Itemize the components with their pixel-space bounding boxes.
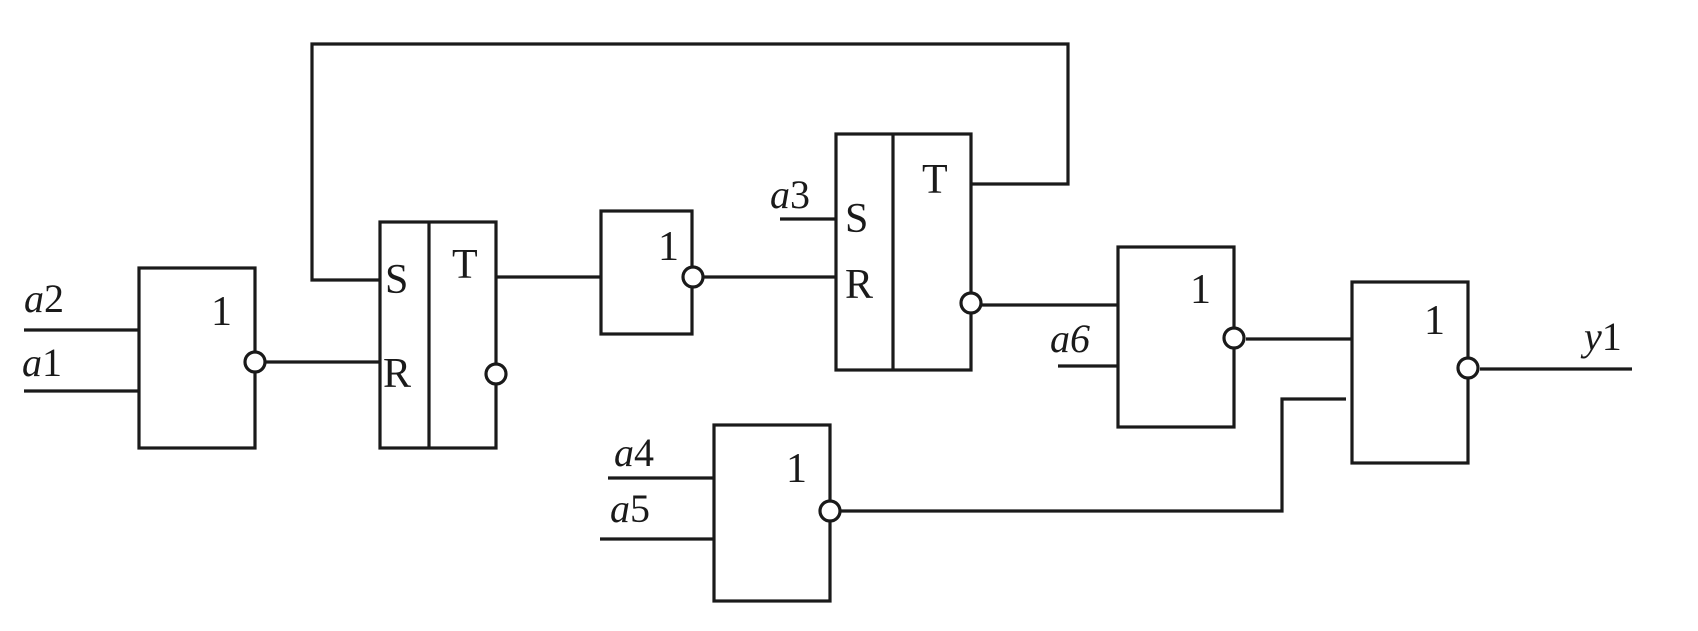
trigger-2-set-label: S	[845, 196, 868, 242]
or-not-gate-5: 1	[1350, 280, 1480, 465]
trigger-1-reset-label: R	[383, 351, 411, 397]
wire-feedback-loop	[310, 42, 1070, 282]
signal-label-a3: a3	[770, 172, 810, 217]
or-not-gate-1: 1	[137, 266, 267, 450]
signal-label-a6: a6	[1050, 316, 1090, 361]
rs-trigger-2: S R T	[834, 132, 983, 372]
wires	[24, 42, 1632, 541]
gate-4-inversion-bubble	[818, 499, 842, 523]
trigger-1-toggle-label: T	[452, 242, 478, 288]
signal-label-a2: a2	[24, 276, 64, 321]
signal-label-a1: a1	[22, 340, 62, 385]
gate-1-body	[137, 266, 257, 450]
trigger-2-reset-label: R	[845, 262, 873, 308]
trigger-1-inverted-output-bubble	[484, 362, 508, 386]
signal-label-a5: a5	[610, 486, 650, 531]
signal-label-y1: y1	[1580, 314, 1622, 359]
rs-trigger-1: S R T	[378, 220, 508, 450]
gate-3-body	[1116, 245, 1236, 429]
gate-5-symbol: 1	[1424, 298, 1445, 344]
trigger-2-inverted-output-bubble	[959, 291, 983, 315]
gate-3-symbol: 1	[1190, 267, 1211, 313]
gate-2-symbol: 1	[658, 224, 679, 270]
trigger-1-body	[378, 220, 498, 450]
gate-1-inversion-bubble	[243, 350, 267, 374]
wire-gate4-to-gate5	[841, 397, 1346, 513]
or-not-gate-3: 1	[1116, 245, 1246, 429]
trigger-1-set-label: S	[385, 257, 408, 303]
gate-4-symbol: 1	[786, 446, 807, 492]
gate-2-inversion-bubble	[681, 265, 705, 289]
gate-2-body	[599, 209, 694, 336]
signal-labels: a2 a1 a3 a4 a5 a6 y1	[22, 172, 1622, 531]
not-gate-2: 1	[599, 209, 705, 336]
gate-5-body	[1350, 280, 1470, 465]
gate-3-inversion-bubble	[1222, 326, 1246, 350]
signal-label-a4: a4	[614, 430, 654, 475]
trigger-2-toggle-label: T	[922, 157, 948, 203]
gate-4-body	[712, 423, 832, 603]
gate-5-inversion-bubble	[1456, 356, 1480, 380]
gate-1-symbol: 1	[211, 289, 232, 335]
trigger-2-body	[834, 132, 973, 372]
or-not-gate-4: 1	[712, 423, 842, 603]
